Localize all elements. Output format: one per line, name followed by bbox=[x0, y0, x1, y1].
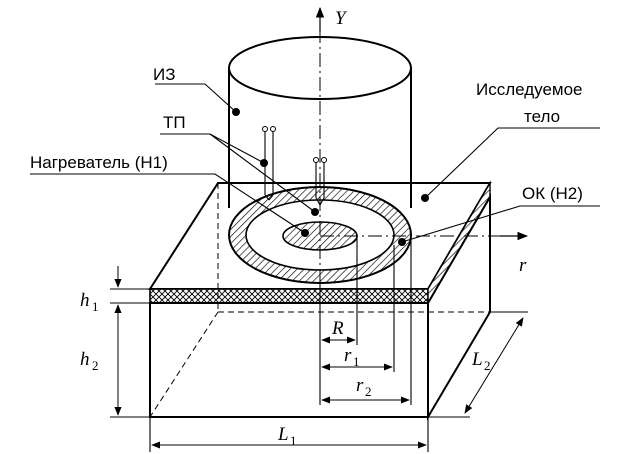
label-iz: ИЗ bbox=[153, 65, 176, 84]
callout-ok: ОК (Н2) bbox=[398, 184, 600, 246]
box-right-face bbox=[427, 193, 491, 421]
label-tp: ТП bbox=[163, 113, 186, 132]
dim-r1-base: r bbox=[344, 345, 352, 366]
thin-layer-h1-side bbox=[427, 180, 491, 306]
dim-h2-sub: 2 bbox=[92, 358, 99, 373]
callout-iz: ИЗ bbox=[153, 65, 240, 116]
dim-L2-sub: 2 bbox=[484, 358, 491, 373]
label-body-line1: Исследуемое bbox=[476, 80, 583, 99]
hidden-edge-diag bbox=[149, 311, 219, 418]
dim-r1-sub: 1 bbox=[353, 354, 360, 369]
label-heater: Нагреватель (Н1) bbox=[30, 153, 168, 172]
label-body-line2: тело bbox=[524, 107, 560, 126]
dimension-h2: h 2 bbox=[80, 304, 150, 418]
dim-h1-sub: 1 bbox=[92, 299, 99, 314]
dim-L2-base: L bbox=[471, 349, 483, 370]
dim-h2-base: h bbox=[80, 349, 90, 370]
axis-r-label: r bbox=[519, 255, 527, 276]
dim-r2-base: r bbox=[356, 375, 364, 396]
axis-r: r bbox=[320, 231, 529, 276]
label-ok: ОК (Н2) bbox=[522, 184, 583, 203]
dimension-L2: L 2 bbox=[428, 311, 528, 418]
dim-h1-base: h bbox=[80, 290, 90, 311]
dim-L1-sub: 1 bbox=[290, 433, 297, 448]
axis-y: Y bbox=[315, 6, 348, 283]
callout-body: Исследуемое тело bbox=[421, 80, 600, 202]
callout-heater: Нагреватель (Н1) bbox=[30, 153, 309, 237]
callout-tp: ТП bbox=[160, 113, 319, 216]
dim-r2-sub: 2 bbox=[365, 384, 372, 399]
thermocouple-right bbox=[313, 157, 327, 206]
dimension-h1: h 1 bbox=[80, 266, 150, 314]
dim-L1-base: L bbox=[277, 424, 289, 445]
dimension-L1: L 1 bbox=[149, 417, 429, 452]
dimension-radii: R r 1 r 2 bbox=[319, 236, 412, 405]
axis-y-label: Y bbox=[335, 8, 348, 29]
dim-R: R bbox=[331, 318, 344, 339]
thin-layer-h1 bbox=[149, 288, 429, 304]
